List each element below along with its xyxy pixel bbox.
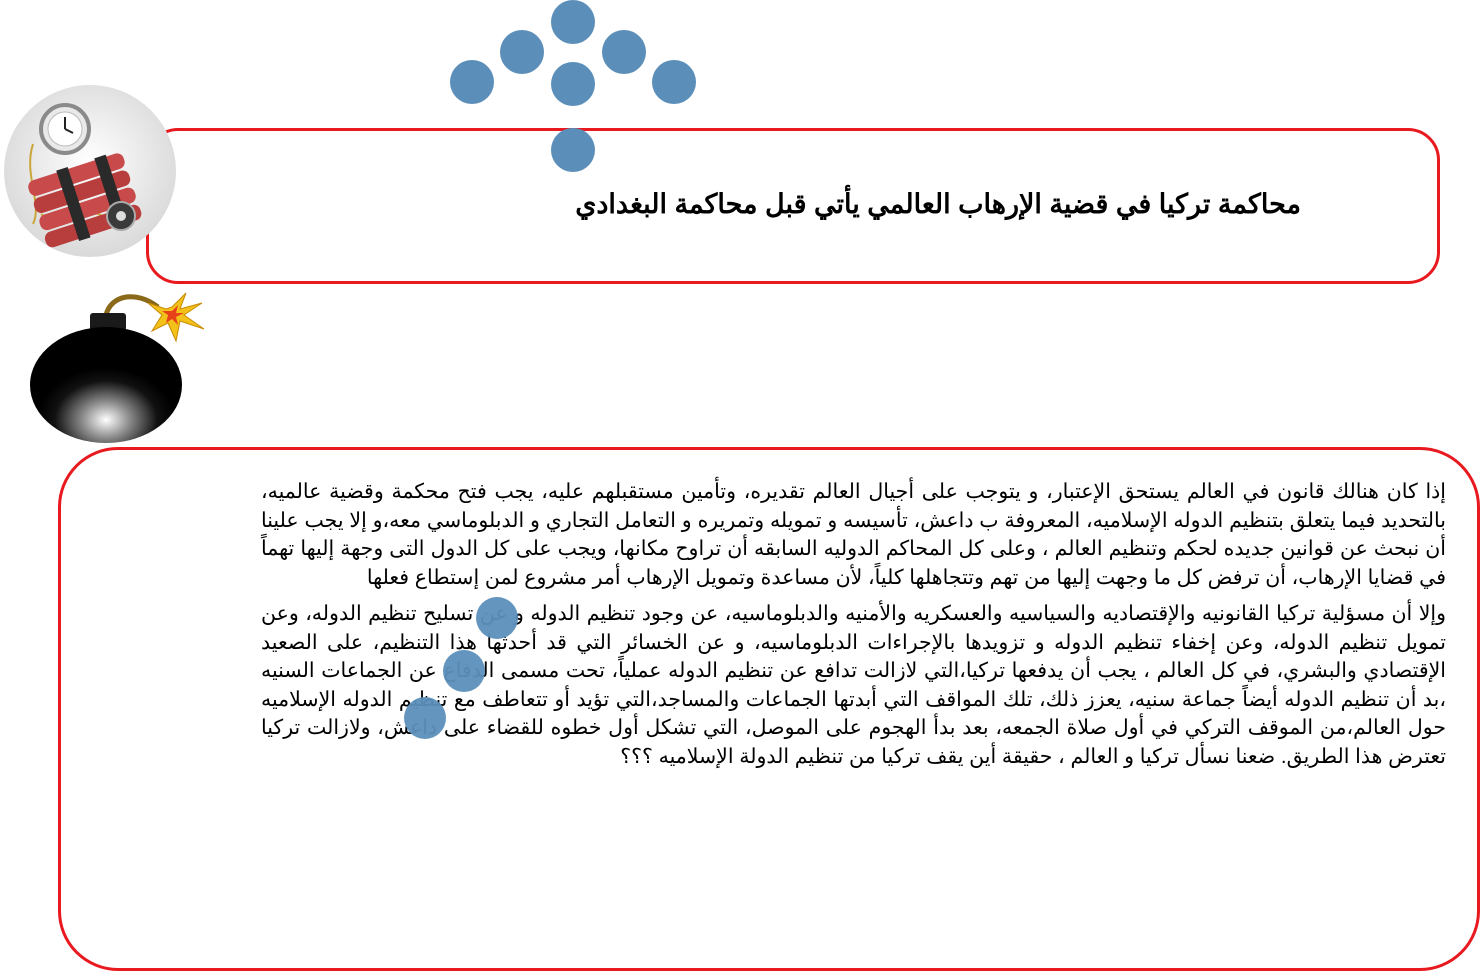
bomb-icon xyxy=(30,292,205,443)
overlay-dot-1 xyxy=(476,597,518,639)
article-body: إذا كان هنالك قانون في العالم يستحق الإع… xyxy=(261,478,1446,771)
decor-dot-4 xyxy=(450,60,494,104)
decor-dot-overlap xyxy=(551,128,595,172)
decor-dot-1 xyxy=(551,0,595,44)
decor-dot-2 xyxy=(500,30,544,74)
article-box: إذا كان هنالك قانون في العالم يستحق الإع… xyxy=(58,447,1480,971)
decor-dot-3 xyxy=(602,30,646,74)
decor-dot-5 xyxy=(551,62,595,106)
overlay-dot-3 xyxy=(404,697,446,739)
decor-dot-6 xyxy=(652,60,696,104)
overlay-dot-2 xyxy=(443,650,485,692)
title-box: محاكمة تركيا في قضية الإرهاب العالمي يأت… xyxy=(146,128,1440,284)
page-title: محاكمة تركيا في قضية الإرهاب العالمي يأت… xyxy=(575,189,1301,219)
article-paragraph-1: إذا كان هنالك قانون في العالم يستحق الإع… xyxy=(261,480,1446,589)
article-paragraph-2: وإلا أن مسؤلية تركيا القانونيه والإقتصاد… xyxy=(261,602,1446,768)
dynamite-clock-icon xyxy=(4,85,176,257)
